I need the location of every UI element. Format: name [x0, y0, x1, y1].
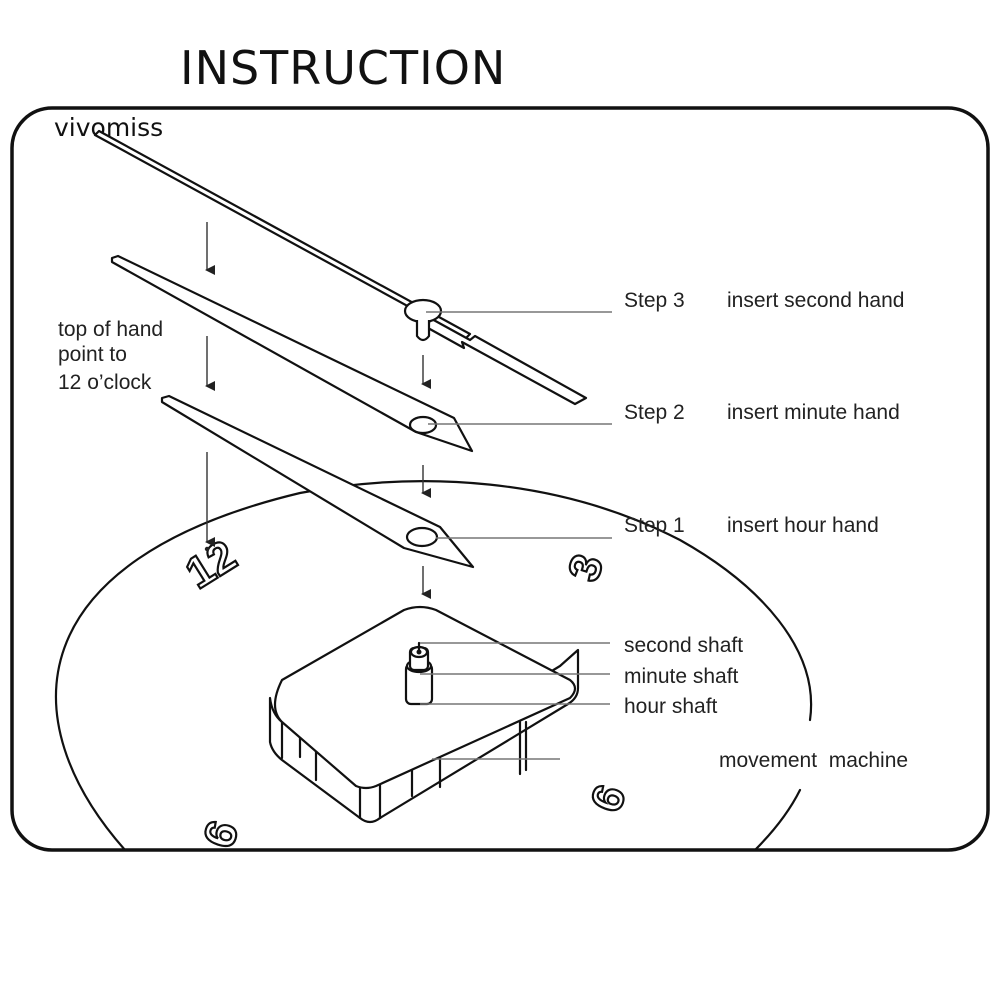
hint-line-2: point to — [58, 343, 127, 366]
label-hour-shaft: hour shaft — [624, 695, 718, 718]
step-2-label: Step 2 insert minute hand — [624, 401, 900, 424]
clock-face-outline — [55, 480, 813, 850]
numeral-12: 12 — [177, 531, 244, 598]
step-action: insert hour hand — [727, 514, 879, 537]
orientation-hint: top of hand point to 12 o’clock — [58, 318, 163, 394]
step-3-label: Step 3 insert second hand — [624, 289, 904, 312]
leader-lines — [420, 311, 612, 760]
label-minute-shaft: minute shaft — [624, 665, 739, 688]
step-number: Step 3 — [624, 289, 685, 312]
clock-face-outline-lower-right — [753, 788, 802, 850]
step-number: Step 2 — [624, 401, 685, 424]
hour-hand — [160, 394, 475, 569]
label-second-shaft: second shaft — [624, 634, 743, 657]
movement-machine — [268, 605, 580, 824]
label-movement-machine: movement machine — [719, 749, 908, 772]
step-number: Step 1 — [624, 514, 685, 537]
diagram-frame — [10, 106, 990, 852]
step-action: insert second hand — [727, 289, 904, 312]
second-hand — [93, 129, 588, 406]
step-action: insert minute hand — [727, 401, 900, 424]
twelve-marker-dot — [204, 546, 210, 552]
hint-line-1: top of hand — [58, 318, 163, 341]
numeral-6: 6 — [581, 779, 635, 819]
step-1-label: Step 1 insert hour hand — [624, 514, 879, 537]
numeral-9: 9 — [193, 815, 247, 853]
minute-hand — [110, 254, 474, 453]
diagram-title: INSTRUCTION — [180, 41, 506, 95]
assembly-arrows — [204, 222, 431, 599]
numeral-3: 3 — [559, 549, 613, 587]
hint-line-3: 12 o’clock — [58, 371, 152, 394]
